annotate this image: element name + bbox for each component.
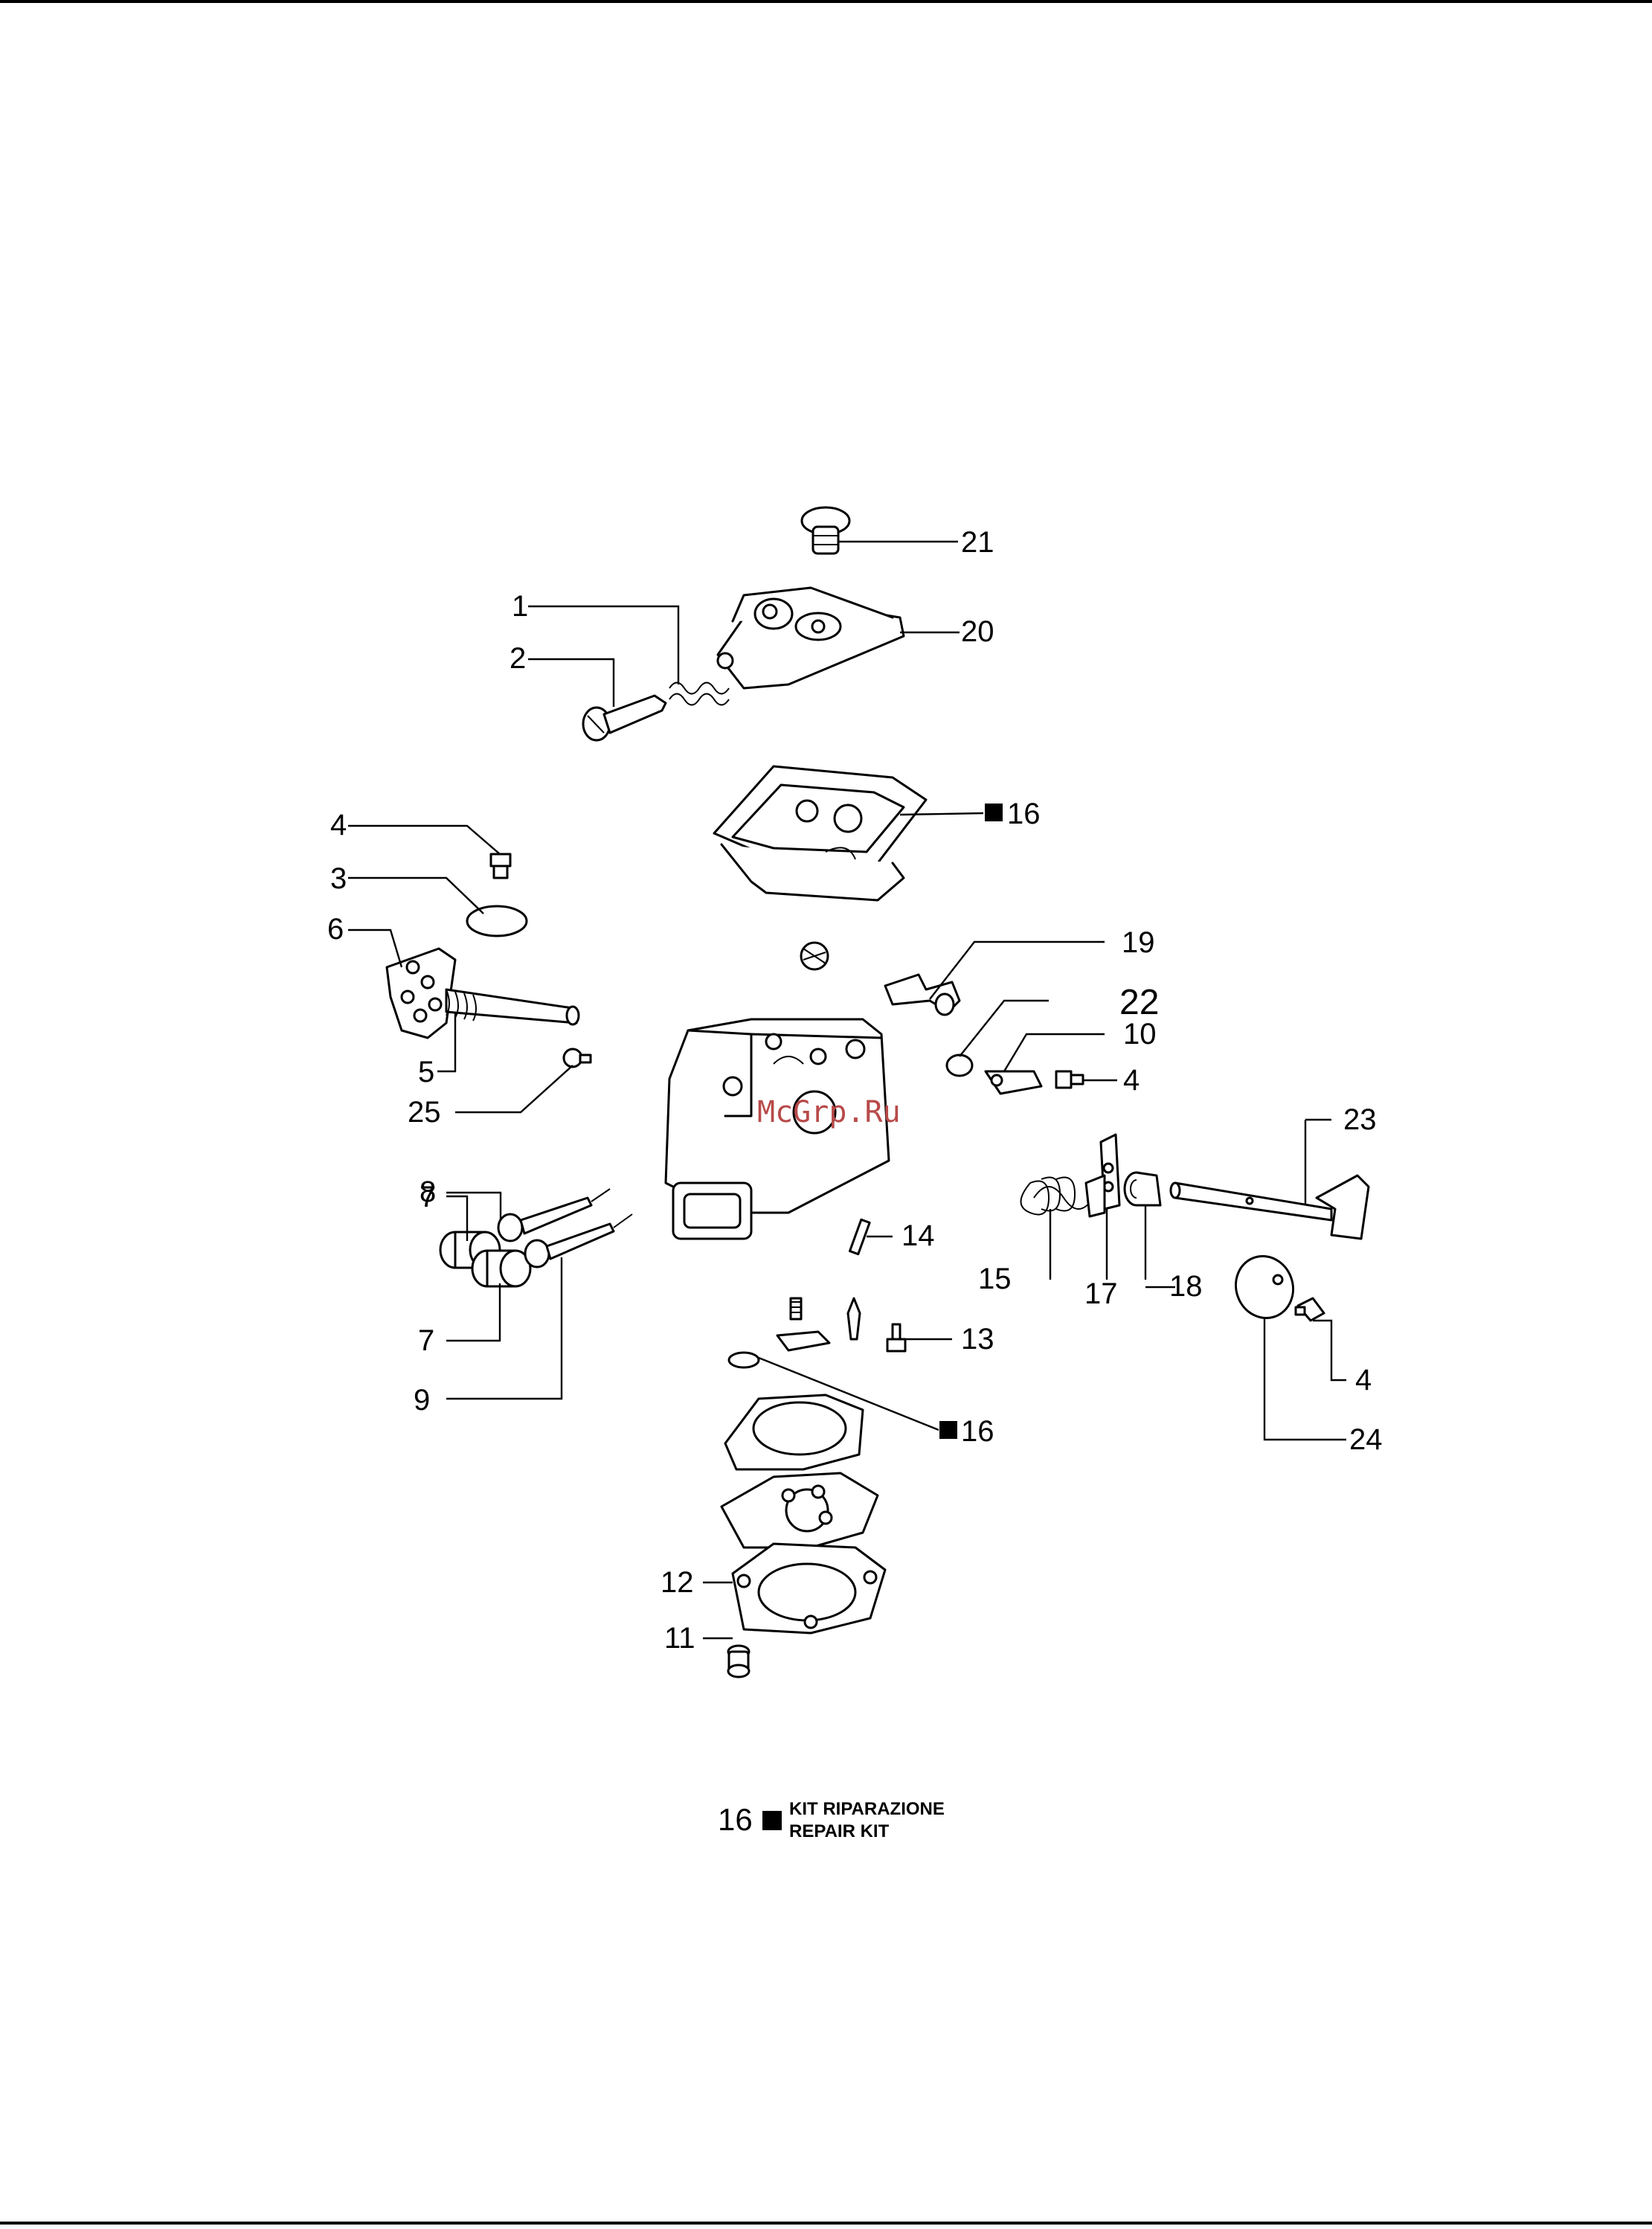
callout-10: 10	[1123, 1018, 1157, 1051]
callout-22: 22	[1119, 983, 1159, 1022]
callout-9: 9	[414, 1384, 430, 1417]
part-3-washer	[467, 906, 527, 936]
part-24-plate	[1227, 1248, 1302, 1327]
callout-15: 15	[978, 1263, 1012, 1295]
callout-16-lower: 16	[961, 1415, 994, 1448]
callout-4-right: 4	[1123, 1064, 1140, 1097]
part-13-screw	[887, 1324, 905, 1351]
part-4-bolt	[491, 854, 510, 878]
callout-7-lower: 7	[418, 1324, 434, 1357]
part-23-shaft	[1171, 1176, 1369, 1239]
callout-23: 23	[1343, 1103, 1377, 1136]
callout-5: 5	[418, 1056, 434, 1088]
kit-marker-upper	[985, 804, 1003, 821]
part-4-bolt-right	[1056, 1071, 1083, 1088]
kit-marker-lower	[939, 1421, 957, 1439]
part-16-lower-small	[729, 1298, 860, 1367]
legend-line-2: REPAIR KIT	[789, 1821, 889, 1842]
legend-kit-marker	[762, 1811, 782, 1830]
part-15-spring	[1021, 1178, 1094, 1215]
callout-24: 24	[1349, 1423, 1383, 1456]
callout-13: 13	[961, 1323, 994, 1356]
part-6-lever	[387, 949, 579, 1038]
callout-4-top: 4	[330, 809, 347, 841]
callout-1: 1	[512, 590, 528, 623]
part-25-screw	[564, 1049, 591, 1067]
callout-3: 3	[330, 862, 347, 895]
part-22-cup	[947, 1055, 972, 1076]
callout-16-upper: 16	[1007, 798, 1041, 830]
callout-7-upper: 7	[420, 1181, 436, 1213]
part-11-screw	[728, 1646, 749, 1677]
part-10-clip	[986, 1071, 1041, 1094]
part-2-screw	[583, 696, 666, 740]
callout-12: 12	[661, 1566, 694, 1599]
callout-6: 6	[327, 913, 344, 946]
watermark: McGrp.Ru	[757, 1095, 901, 1129]
part-1-spring	[669, 683, 729, 705]
part-16-upper-gaskets	[714, 766, 926, 969]
callout-11: 11	[664, 1622, 695, 1655]
part-7-caps	[440, 1232, 530, 1286]
part-20-pump-cover	[718, 588, 904, 688]
legend-number: 16	[718, 1802, 753, 1838]
part-16-lower-gaskets	[721, 1395, 878, 1548]
callout-2: 2	[510, 642, 526, 675]
callout-14: 14	[901, 1219, 935, 1252]
callout-19: 19	[1122, 926, 1155, 959]
callout-4-lower: 4	[1355, 1364, 1372, 1396]
callout-20: 20	[961, 615, 994, 648]
callout-17: 17	[1084, 1277, 1118, 1310]
legend-line-1: KIT RIPARAZIONE	[789, 1799, 945, 1820]
part-12-cover	[733, 1544, 885, 1633]
callout-21: 21	[961, 526, 994, 559]
part-21-screw	[802, 507, 849, 554]
part-18-bushing	[1125, 1173, 1160, 1205]
part-4-bolt-lower	[1296, 1298, 1324, 1321]
callout-25: 25	[408, 1096, 441, 1129]
legend: 16 KIT RIPARAZIONE REPAIR KIT	[718, 1799, 1090, 1851]
part-17-lever	[1086, 1135, 1119, 1216]
callout-18: 18	[1169, 1270, 1203, 1303]
part-19-fitting	[885, 975, 960, 1015]
